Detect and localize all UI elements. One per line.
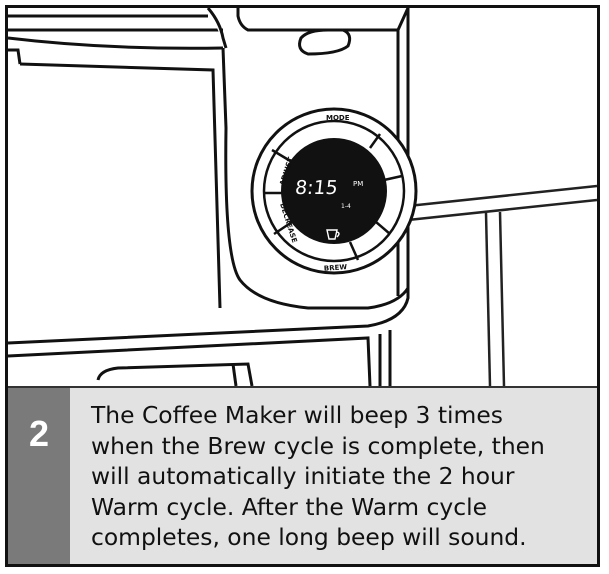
wall-tiles [407, 184, 597, 386]
step-line: Warm cycle. After the Warm cycle [91, 492, 487, 521]
coffee-maker-top [8, 8, 410, 56]
ring-label-mode: MODE [326, 114, 350, 122]
step-line: when the Brew cycle is complete, then [91, 431, 545, 460]
step-line: The Coffee Maker will beep 3 times [91, 401, 503, 429]
lcd-sub-label: 1-4 [341, 203, 351, 210]
step-line: completes, one long beep will sound. [91, 523, 527, 551]
step-description: The Coffee Maker will beep 3 times when … [91, 400, 591, 553]
instruction-panel: MODE ADJUST DECREASE BREW 8:15 PM 1-4 2 … [5, 5, 600, 567]
step-number: 2 [28, 413, 50, 454]
control-dial: MODE ADJUST DECREASE BREW 8:15 PM 1-4 [250, 107, 418, 275]
caption-bar: 2 The Coffee Maker will beep 3 times whe… [8, 386, 597, 564]
lcd-time: 8:15 [294, 177, 339, 199]
cup-icon [326, 229, 340, 240]
step-number-box: 2 [8, 388, 70, 564]
coffee-maker-illustration: MODE ADJUST DECREASE BREW 8:15 PM 1-4 [8, 8, 597, 386]
ring-label-brew: BREW [324, 263, 348, 273]
lcd-display [281, 138, 387, 244]
lcd-am-pm: PM [353, 180, 363, 188]
step-line: will automatically initiate the 2 hour [91, 462, 515, 490]
